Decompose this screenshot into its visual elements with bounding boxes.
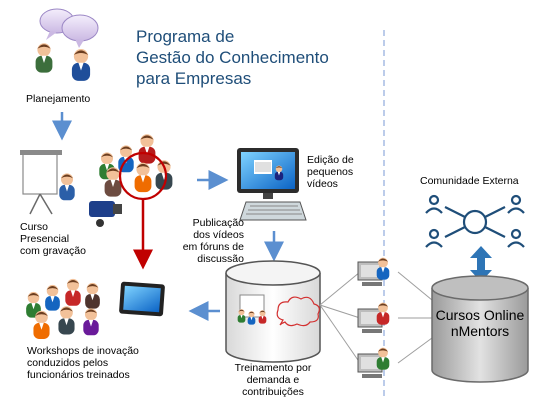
community-label: Comunidade Externa — [420, 175, 519, 187]
course-label-line-3: com gravação — [20, 245, 86, 257]
central-database-icon — [225, 260, 321, 363]
online-courses-line-2: nMentors — [450, 323, 510, 339]
publication-label-line-4: discussão — [197, 253, 244, 265]
editing-label: Edição de pequenos vídeos — [307, 154, 354, 190]
planning-label: Planejamento — [26, 93, 91, 105]
workshop-group-icon — [26, 278, 100, 339]
workstation-3-icon — [357, 347, 390, 378]
workstation-2-icon — [357, 302, 390, 333]
double-arrow — [470, 246, 492, 282]
course-label-line-2: Presencial — [20, 233, 70, 245]
workstation-1-icon — [357, 257, 390, 286]
course-label-line-1: Curso — [20, 221, 49, 233]
publication-label-line-1: Publicação — [192, 217, 244, 229]
workshops-label-line-3: funcionários treinados — [27, 369, 130, 381]
workshops-label-line-1: Workshops de inovação — [27, 345, 139, 357]
workshops-label-line-2: conduzidos pelos — [27, 357, 109, 369]
network-lines — [319, 271, 433, 364]
publication-label: Publicação dos vídeos em fóruns de discu… — [162, 217, 244, 265]
training-label-line-3: contribuições — [242, 386, 304, 398]
title-line-3: para Empresas — [136, 69, 252, 88]
online-courses-label: Cursos Online nMentors — [430, 307, 530, 339]
course-label: Curso Presencial com gravação — [20, 221, 86, 257]
editing-label-line-2: pequenos — [307, 166, 354, 178]
training-label-line-1: Treinamento por — [234, 362, 312, 374]
tablet-icon — [119, 281, 165, 317]
workshops-label: Workshops de inovação conduzidos pelos f… — [27, 345, 139, 381]
planning-icon — [35, 8, 99, 81]
speech-cloud-icon — [276, 296, 320, 327]
page-title: Programa de Gestão do Conhecimento para … — [136, 26, 329, 89]
publication-label-line-3: em fóruns de — [182, 241, 244, 253]
video-camera-icon — [89, 201, 122, 227]
training-label: Treinamento por demanda e contribuições — [222, 362, 324, 398]
title-line-2: Gestão do Conhecimento — [136, 48, 329, 67]
title-line-1: Programa de — [136, 27, 235, 46]
publication-label-line-2: dos vídeos — [193, 229, 244, 241]
training-label-line-2: demanda e — [246, 374, 300, 386]
online-courses-line-1: Cursos Online — [435, 307, 525, 323]
editing-label-line-1: Edição de — [307, 154, 354, 166]
online-courses-database — [431, 275, 529, 383]
audience-group-icon — [99, 134, 173, 197]
editing-label-line-3: vídeos — [307, 178, 338, 190]
computer-editing-icon — [237, 148, 307, 221]
community-network-icon — [425, 194, 525, 248]
projection-screen-icon — [20, 150, 75, 215]
